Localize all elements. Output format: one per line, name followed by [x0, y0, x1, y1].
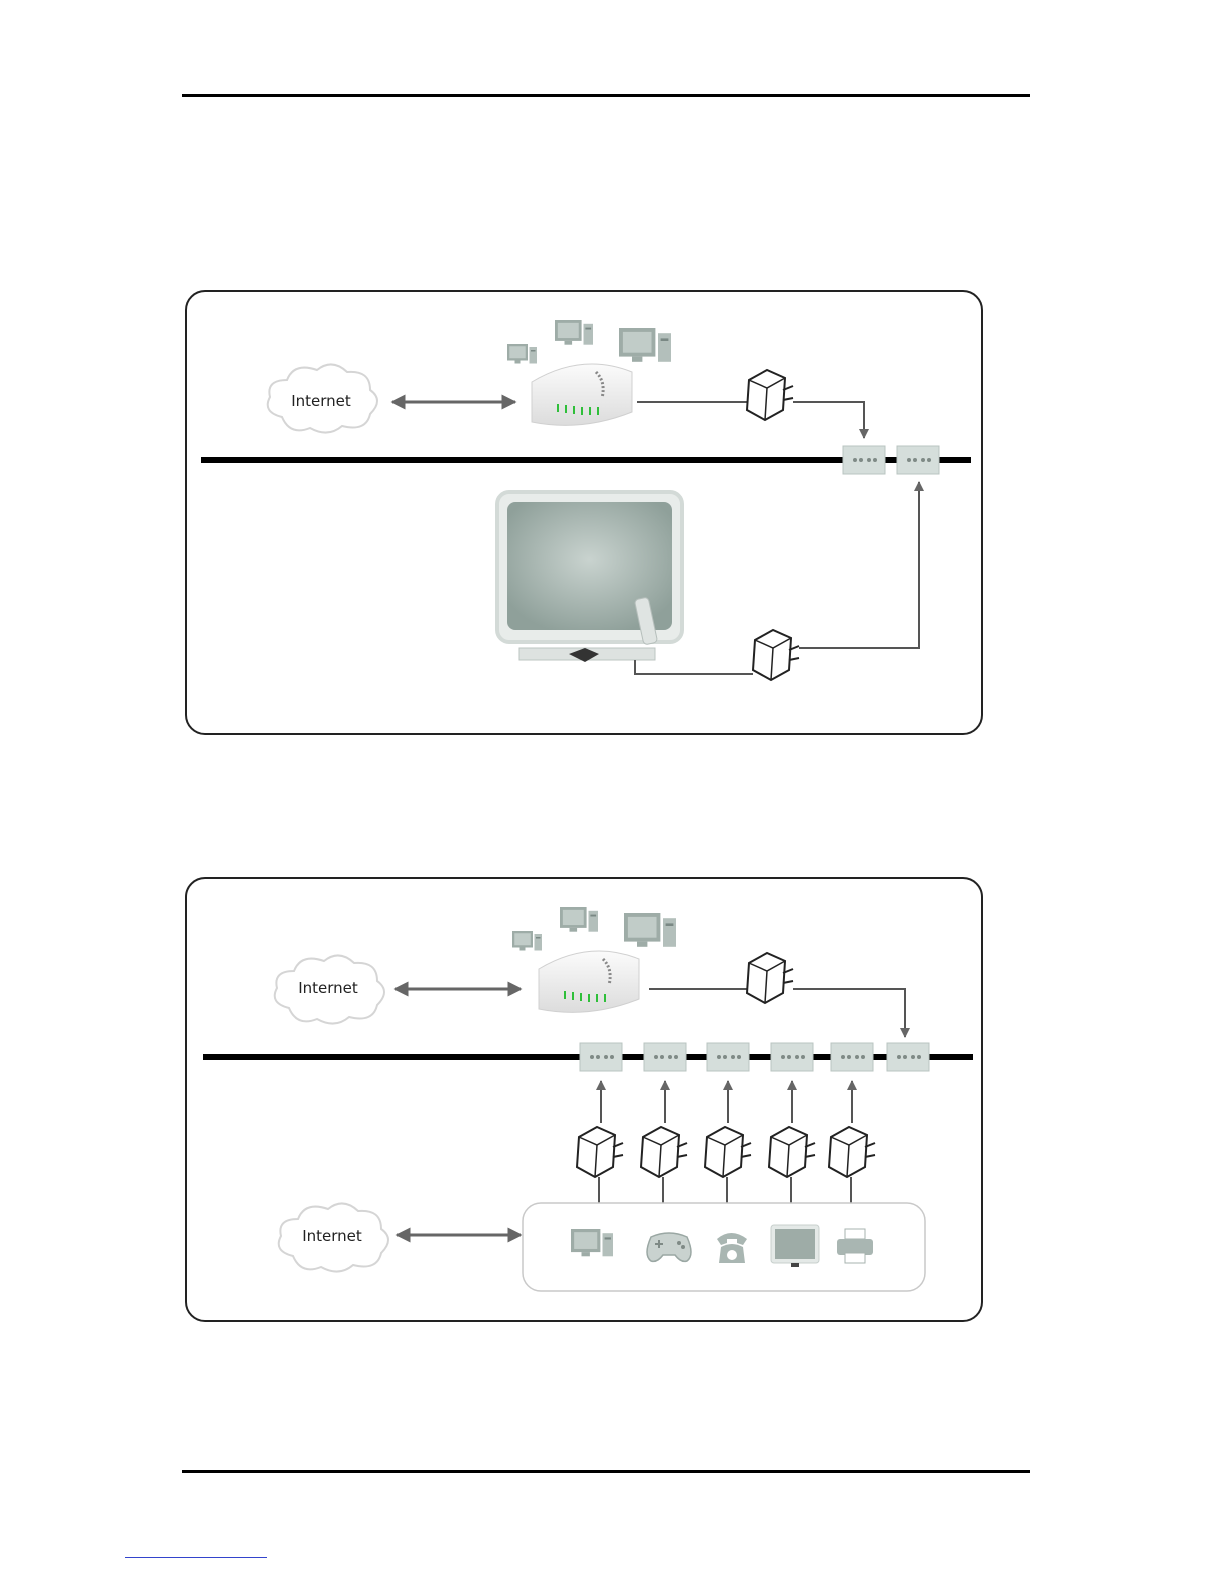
powerline-adapter-icon	[641, 1127, 687, 1177]
diagram-1-svg: Internet	[187, 292, 981, 733]
wall-outlet-icon	[707, 1043, 749, 1071]
adapter-to-outlet-arrow	[799, 482, 919, 648]
diagram-1-panel: Internet	[185, 290, 983, 735]
tv-icon	[497, 492, 682, 662]
powerline-adapter-icon	[753, 630, 799, 680]
internet-label: Internet	[302, 1227, 362, 1245]
pc-icon	[624, 913, 676, 947]
tv-cable	[635, 660, 753, 674]
pc-icon	[619, 328, 671, 362]
footer-rule	[182, 1470, 1030, 1473]
router-icon	[532, 364, 632, 425]
diagram-2-svg: Internet	[187, 879, 981, 1320]
device-cables	[599, 1177, 851, 1203]
powerline-adapter-icon	[769, 1127, 815, 1177]
internet-label: Internet	[291, 392, 351, 410]
wall-outlet-icon	[887, 1043, 929, 1071]
adapter-to-outlet-arrow	[793, 402, 864, 438]
pc-icon	[555, 320, 593, 345]
pc-icon	[512, 931, 542, 951]
powerline-adapter-icon	[705, 1127, 751, 1177]
powerline-adapter-icon	[747, 953, 793, 1003]
tv-icon	[771, 1225, 819, 1267]
footer-link-underline	[125, 1557, 267, 1558]
wall-outlet-icon	[580, 1043, 622, 1071]
powerline-adapter-icon	[829, 1127, 875, 1177]
wall-outlet-icon	[644, 1043, 686, 1071]
pc-icon	[507, 344, 537, 364]
powerline-adapter-icon	[747, 370, 793, 420]
router-icon	[539, 951, 639, 1012]
phone-icon	[717, 1233, 747, 1263]
adapter-to-outlet-arrow	[793, 989, 905, 1037]
powerline-adapter-icon	[577, 1127, 623, 1177]
wall-outlet-icon	[897, 446, 939, 474]
diagram-2-panel: Internet	[185, 877, 983, 1322]
header-rule	[182, 94, 1030, 97]
wall-outlet-icon	[831, 1043, 873, 1071]
internet-label: Internet	[298, 979, 358, 997]
wall-outlet-icon	[843, 446, 885, 474]
pc-icon	[560, 907, 598, 932]
wall-outlet-icon	[771, 1043, 813, 1071]
